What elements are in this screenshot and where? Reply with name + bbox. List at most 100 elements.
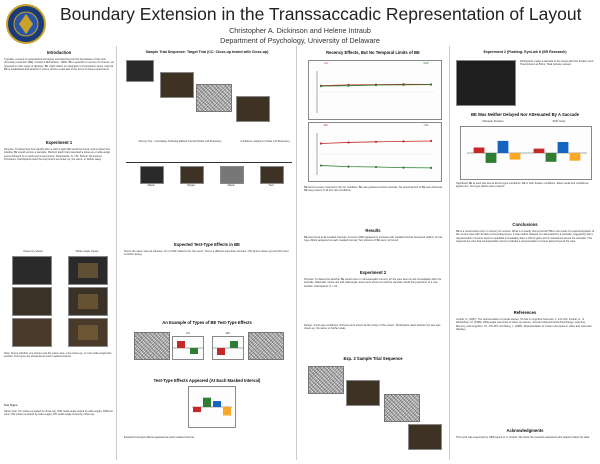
data-point-wc — [402, 140, 405, 143]
trial-fixation-photo — [126, 60, 154, 82]
example-mask-right — [248, 332, 284, 360]
wide-angle-photo-2 — [68, 287, 108, 316]
data-point-ww — [374, 83, 378, 87]
experiment2-text: Purpose: To determine whether BE would o… — [304, 278, 442, 288]
data-point-ww — [429, 83, 433, 86]
timeline-test-frame — [260, 166, 284, 184]
results-text: BE was found at all masked intervals. Am… — [304, 236, 443, 243]
wide-angle-photo-3 — [68, 318, 108, 347]
example-mask-left — [134, 332, 170, 360]
expected-heading: Expected Test-Type Effects in BE — [174, 242, 240, 247]
timeline-target-label: Target — [187, 183, 195, 187]
recency-text: BE found at every interval for the CC co… — [304, 186, 443, 193]
exp2-mask-image — [384, 394, 420, 422]
appeared-chart — [188, 386, 236, 428]
appeared-text: Expected test-type effects appeared at e… — [124, 436, 195, 439]
data-point-wc — [374, 140, 378, 143]
wide-angle-photo-1 — [68, 256, 108, 285]
bar-cc — [193, 407, 201, 413]
bar — [497, 140, 509, 153]
bar — [473, 147, 485, 153]
confidence-label: Confidence Judgment (Visible until Respo… — [240, 140, 290, 143]
closeup-views-label: Close-Up Views — [23, 249, 43, 253]
exp2-sample-heading: Exp. 2 Sample Trial Sequence — [343, 356, 403, 361]
example-chart-right — [212, 336, 244, 360]
experiment1-heading: Experiment 1 — [45, 140, 73, 145]
experiment2-heading: Experiment 2 — [359, 270, 387, 275]
column-divider — [116, 46, 117, 460]
be-not-attenuated-heading: BE Was Neither Delayed Nor Attenuated By… — [470, 112, 580, 117]
be-attenuation-chart — [460, 126, 592, 180]
appeared-heading: Test-Type Effects Appeared (At Each Mask… — [153, 378, 261, 383]
example-cc-label: CC — [185, 331, 191, 335]
bar-cw — [213, 401, 221, 407]
trial-mask-image — [196, 84, 232, 112]
bar — [545, 153, 557, 162]
experiment2-eyelink-heading: Experiment 2 (Fixating: EyeLink II (SR R… — [483, 50, 567, 54]
trial-test-photo — [236, 96, 270, 122]
data-point-cw — [347, 165, 350, 168]
recency-chart-top — [308, 60, 442, 120]
poster-title: Boundary Extension in the Transsaccadic … — [60, 4, 582, 24]
university-seal-logo — [6, 4, 46, 44]
example-wc-label: WC — [225, 331, 231, 335]
timeline-test-label: Test — [268, 183, 274, 187]
data-point-wc — [319, 142, 323, 145]
data-point-cw — [374, 165, 378, 169]
data-point-ww — [402, 83, 405, 86]
bar-ww — [203, 397, 211, 407]
closeup-photo-3 — [12, 318, 52, 347]
wc-series-label: WC — [323, 123, 329, 127]
cc-series-label: CC — [323, 61, 329, 65]
example-heading: An Example of Types of BE Test-Type Effe… — [162, 320, 252, 325]
closeup-photo-2 — [12, 287, 52, 316]
test-types-label: Test Types: — [4, 404, 19, 407]
column-divider — [296, 46, 297, 460]
references-heading: References — [513, 310, 537, 315]
introduction-heading: Introduction — [46, 50, 72, 55]
eyelink-photo — [456, 60, 516, 106]
bar-wc — [223, 407, 231, 416]
eyelink-text: Participants made a saccade to the targe… — [520, 60, 595, 67]
shift-gaze-label: Shift Gaze — [552, 119, 566, 123]
wide-angle-views-label: Wide-Angle Views — [75, 249, 99, 253]
bar — [533, 148, 545, 153]
data-point-ww — [319, 85, 323, 88]
stats-text: Significant BE at each test and at all t… — [456, 182, 589, 189]
introduction-text: Typically, a scene is remembered as havi… — [4, 58, 114, 72]
bar — [569, 153, 581, 161]
closeup-photo-1 — [12, 256, 52, 285]
trial-target-photo — [160, 72, 194, 98]
data-point-cw — [429, 166, 433, 169]
results-heading: Results — [365, 228, 381, 233]
conclusions-heading: Conclusions — [512, 222, 538, 227]
exp2-target-photo — [346, 380, 380, 406]
bar — [509, 153, 521, 160]
cw-series-label: CW — [423, 123, 429, 127]
timeline-mask2-frame — [220, 166, 244, 184]
timeline-mask2-label: Mask — [227, 183, 235, 187]
department: Department of Psychology, University of … — [220, 36, 380, 45]
timeline-mask-label: Mask — [147, 183, 155, 187]
timeline-mask-frame — [140, 166, 164, 184]
sample-trial-heading: Sample Trial Sequence: Target Trial (CC:… — [145, 50, 269, 54]
acknowledgments-text: This work was supported by NIMH grant to… — [456, 436, 590, 439]
references-text: Intraub, H. (1997). The representation o… — [456, 318, 592, 332]
data-point-wc — [429, 139, 433, 143]
data-point-wc — [347, 141, 350, 144]
bar — [557, 142, 569, 153]
exp2-test-photo — [408, 424, 442, 450]
data-point-cw — [319, 164, 323, 167]
acknowledgments-heading: Acknowledgments — [506, 428, 544, 433]
maintain-fixation-label: Maintain Fixation — [482, 119, 504, 123]
exp2-fixation-image — [308, 366, 344, 394]
trial-timeline — [126, 162, 292, 163]
recency-chart-bottom — [308, 122, 442, 182]
authors: Christopher A. Dickinson and Helene Intr… — [229, 26, 371, 35]
data-point-ww — [347, 84, 350, 87]
design-text: Design: 4 test-type conditions. Pictures… — [304, 324, 441, 331]
bar — [485, 153, 497, 163]
recency-heading: Recency Effects, But No Temporal Limits … — [326, 50, 420, 55]
test-types-text: Same view: CC (close-up tested by close-… — [4, 410, 113, 417]
